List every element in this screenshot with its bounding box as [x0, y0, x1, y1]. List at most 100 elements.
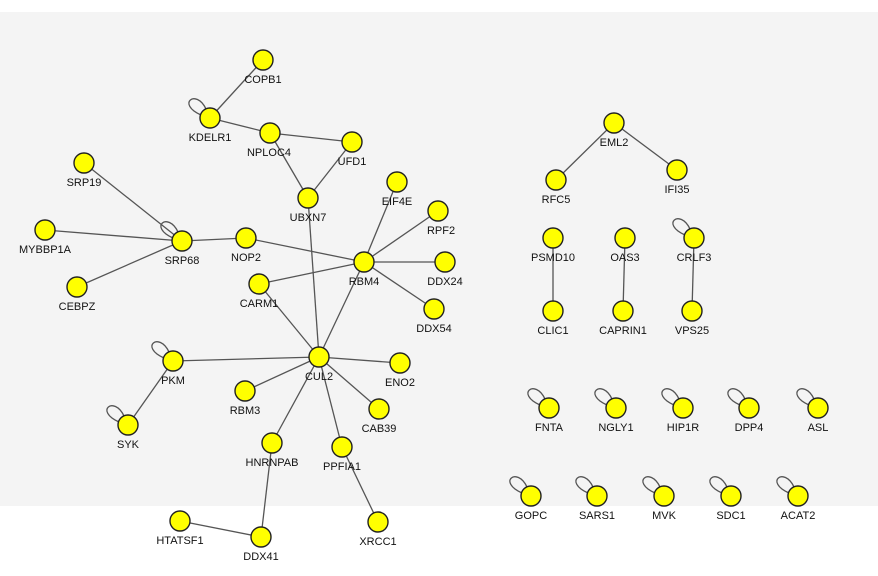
node-copb1[interactable]: COPB1 — [244, 49, 282, 86]
node-srp68[interactable]: SRP68 — [165, 230, 200, 267]
node-circle[interactable] — [250, 526, 272, 548]
node-circle[interactable] — [545, 169, 567, 191]
node-circle[interactable] — [199, 107, 221, 129]
node-circle[interactable] — [520, 485, 542, 507]
node-syk[interactable]: SYK — [117, 414, 140, 451]
node-crlf3[interactable]: CRLF3 — [677, 227, 712, 264]
self-loop-pkm — [151, 341, 170, 359]
node-circle[interactable] — [586, 485, 608, 507]
node-circle[interactable] — [261, 432, 283, 454]
node-circle[interactable] — [353, 251, 375, 273]
node-circle[interactable] — [297, 187, 319, 209]
node-circle[interactable] — [672, 397, 694, 419]
node-circle[interactable] — [162, 350, 184, 372]
node-ufd1[interactable]: UFD1 — [338, 131, 367, 168]
node-cab39[interactable]: CAB39 — [362, 398, 397, 435]
node-circle[interactable] — [259, 122, 281, 144]
node-pkm[interactable]: PKM — [161, 350, 185, 387]
node-ifi35[interactable]: IFI35 — [664, 159, 690, 196]
node-circle[interactable] — [171, 230, 193, 252]
node-circle[interactable] — [612, 300, 634, 322]
node-carm1[interactable]: CARM1 — [240, 273, 279, 310]
node-sars1[interactable]: SARS1 — [579, 485, 615, 522]
node-rfc5[interactable]: RFC5 — [542, 169, 571, 206]
node-cul2[interactable]: CUL2 — [305, 346, 333, 383]
node-circle[interactable] — [614, 227, 636, 249]
node-ddx24[interactable]: DDX24 — [427, 251, 463, 288]
node-circle[interactable] — [807, 397, 829, 419]
node-kdelr1[interactable]: KDELR1 — [189, 107, 232, 144]
node-nop2[interactable]: NOP2 — [231, 227, 261, 264]
node-circle[interactable] — [423, 298, 445, 320]
node-circle[interactable] — [538, 397, 560, 419]
node-fnta[interactable]: FNTA — [535, 397, 564, 434]
node-clic1[interactable]: CLIC1 — [537, 300, 569, 337]
node-asl[interactable]: ASL — [807, 397, 829, 434]
node-circle[interactable] — [331, 436, 353, 458]
node-ppfia1[interactable]: PPFIA1 — [323, 436, 361, 473]
node-gopc[interactable]: GOPC — [515, 485, 547, 522]
node-hip1r[interactable]: HIP1R — [667, 397, 699, 434]
node-mvk[interactable]: MVK — [652, 485, 677, 522]
node-circle[interactable] — [66, 276, 88, 298]
node-caprin1[interactable]: CAPRIN1 — [599, 300, 647, 337]
node-circle[interactable] — [117, 414, 139, 436]
self-loop-mvk — [642, 476, 661, 494]
node-eno2[interactable]: ENO2 — [385, 352, 415, 389]
node-nploc4[interactable]: NPLOC4 — [247, 122, 291, 159]
node-circle[interactable] — [248, 273, 270, 295]
node-circle[interactable] — [34, 219, 56, 241]
node-dpp4[interactable]: DPP4 — [735, 397, 764, 434]
node-psmd10[interactable]: PSMD10 — [531, 227, 575, 264]
self-loop-sars1 — [575, 476, 594, 494]
node-xrcc1[interactable]: XRCC1 — [359, 511, 397, 548]
node-circle[interactable] — [605, 397, 627, 419]
node-label: SRP68 — [165, 255, 200, 267]
self-loop-dpp4 — [727, 388, 746, 406]
node-rbm3[interactable]: RBM3 — [230, 380, 261, 417]
node-circle[interactable] — [367, 511, 389, 533]
node-mybbp1a[interactable]: MYBBP1A — [19, 219, 72, 256]
node-circle[interactable] — [738, 397, 760, 419]
node-oas3[interactable]: OAS3 — [610, 227, 640, 264]
node-circle[interactable] — [720, 485, 742, 507]
node-hnrnpab[interactable]: HNRNPAB — [246, 432, 299, 469]
node-circle[interactable] — [73, 152, 95, 174]
node-circle[interactable] — [235, 227, 257, 249]
node-circle[interactable] — [234, 380, 256, 402]
node-circle[interactable] — [389, 352, 411, 374]
edge-htatsf1-ddx41 — [179, 520, 262, 538]
node-circle[interactable] — [252, 49, 274, 71]
node-circle[interactable] — [427, 200, 449, 222]
node-acat2[interactable]: ACAT2 — [781, 485, 816, 522]
node-circle[interactable] — [368, 398, 390, 420]
node-ddx41[interactable]: DDX41 — [243, 526, 279, 563]
node-circle[interactable] — [169, 510, 191, 532]
node-htatsf1[interactable]: HTATSF1 — [156, 510, 204, 547]
node-eml2[interactable]: EML2 — [600, 112, 629, 149]
node-circle[interactable] — [542, 300, 564, 322]
node-cebpz[interactable]: CEBPZ — [59, 276, 96, 313]
node-circle[interactable] — [386, 171, 408, 193]
node-ddx54[interactable]: DDX54 — [416, 298, 452, 335]
node-circle[interactable] — [683, 227, 705, 249]
node-circle[interactable] — [653, 485, 675, 507]
node-circle[interactable] — [308, 346, 330, 368]
node-circle[interactable] — [666, 159, 688, 181]
node-circle[interactable] — [542, 227, 564, 249]
node-circle[interactable] — [434, 251, 456, 273]
node-sdc1[interactable]: SDC1 — [716, 485, 746, 522]
node-rbm4[interactable]: RBM4 — [349, 251, 380, 288]
node-srp19[interactable]: SRP19 — [67, 152, 102, 189]
node-vps25[interactable]: VPS25 — [675, 300, 709, 337]
node-rpf2[interactable]: RPF2 — [427, 200, 455, 237]
node-eif4e[interactable]: EIF4E — [382, 171, 413, 208]
node-circle[interactable] — [603, 112, 625, 134]
node-ngly1[interactable]: NGLY1 — [598, 397, 634, 434]
node-circle[interactable] — [681, 300, 703, 322]
node-ubxn7[interactable]: UBXN7 — [290, 187, 327, 224]
edge-cebpz-srp68 — [76, 240, 183, 288]
node-circle[interactable] — [787, 485, 809, 507]
node-circle[interactable] — [341, 131, 363, 153]
